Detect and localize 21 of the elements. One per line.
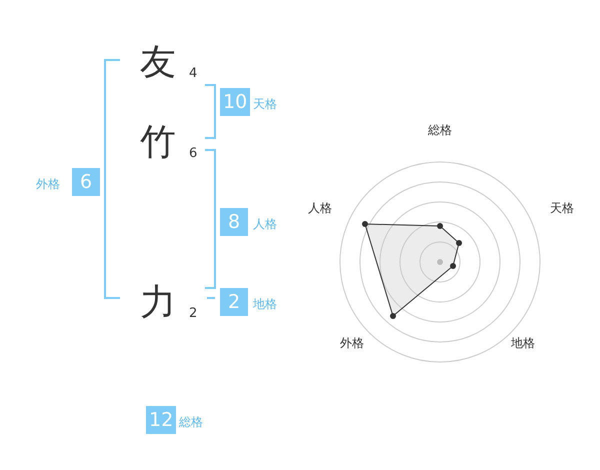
stroke-count: 4 (189, 66, 198, 81)
kanji-character: 竹 (140, 121, 176, 165)
axis-label: 外格 (340, 335, 364, 352)
axis-label: 人格 (308, 200, 332, 217)
category-label: 天格 (253, 96, 277, 113)
kanji-character: 力 (140, 281, 176, 325)
category-label: 人格 (253, 216, 277, 233)
category-label: 総格 (179, 414, 203, 431)
axis-label: 総格 (428, 122, 452, 139)
category-label: 地格 (253, 296, 277, 313)
axis-label: 天格 (550, 200, 574, 217)
number-box: 8 (220, 208, 248, 236)
axis-label: 地格 (511, 335, 535, 352)
kanji-character: 友 (140, 41, 176, 85)
number-box: 6 (72, 168, 100, 196)
number-box: 10 (220, 88, 250, 116)
number-box: 12 (146, 406, 176, 434)
category-label: 外格 (36, 176, 60, 193)
stroke-count: 6 (189, 146, 198, 161)
number-box: 2 (220, 288, 248, 316)
stroke-count: 2 (189, 306, 198, 321)
